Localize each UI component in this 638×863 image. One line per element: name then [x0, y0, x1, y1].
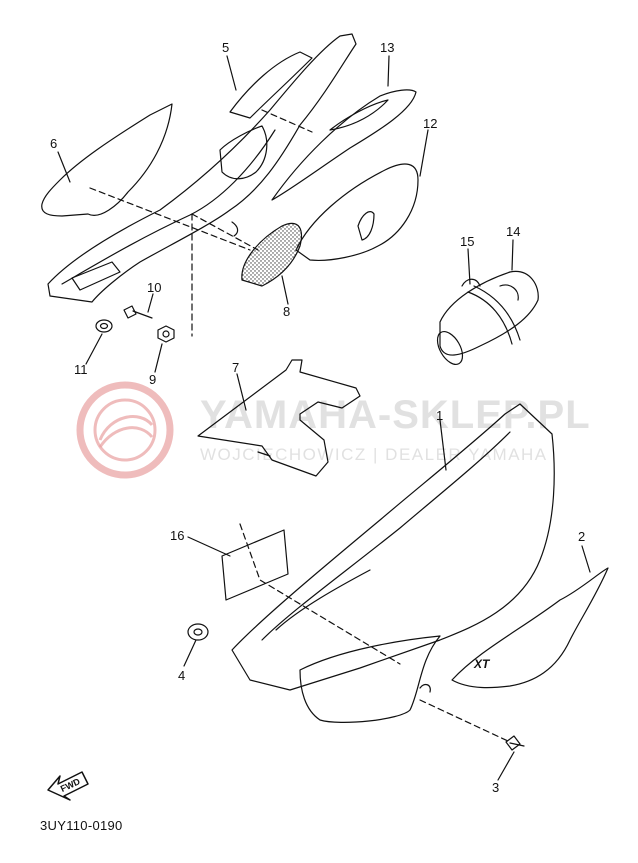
- fwd-label: FWD: [59, 776, 82, 794]
- callout-3: 3: [492, 780, 499, 795]
- part-2-decal: [451, 567, 609, 689]
- callout-16: 16: [170, 528, 184, 543]
- fwd-arrow-icon: [47, 771, 89, 801]
- part-6-flap: [41, 103, 173, 217]
- callout-15: 15: [460, 234, 474, 249]
- part-12-cover: [295, 163, 419, 261]
- callout-5: 5: [222, 40, 229, 55]
- part-10-bolt: [123, 305, 153, 319]
- callout-11: 11: [74, 362, 88, 377]
- callout-10: 10: [147, 280, 161, 295]
- leader-lines: [57, 55, 591, 781]
- part-3-screw: [505, 735, 525, 751]
- watermark-subtitle: WOJCIECHOWICZ | DEALER YAMAHA: [200, 445, 548, 464]
- callouts: 1 2 3 4 5 6 7 8 9 10 11 12 13 14 15 16: [50, 40, 585, 795]
- decal-badge-text: XT: [473, 657, 491, 671]
- part-13-slot: [329, 99, 389, 131]
- watermark-title: YAMAHA-SKLEP.PL: [200, 393, 591, 437]
- callout-12: 12: [423, 116, 437, 131]
- part-11-grommet: [95, 319, 113, 333]
- callout-13: 13: [380, 40, 394, 55]
- part-4-grommet: [187, 623, 209, 641]
- guide-lines: [89, 109, 511, 743]
- part-1-side-cover: [231, 403, 555, 723]
- callout-9: 9: [149, 372, 156, 387]
- callout-1: 1: [436, 408, 443, 423]
- part-5-seat-cover: [47, 33, 357, 303]
- part-7-plate: [197, 359, 361, 477]
- part-13-panel: [271, 89, 417, 201]
- callout-4: 4: [178, 668, 185, 683]
- callout-14: 14: [506, 224, 520, 239]
- diagram-code: 3UY110-0190: [40, 818, 123, 833]
- callout-7: 7: [232, 360, 239, 375]
- callout-2: 2: [578, 529, 585, 544]
- part-12-slot: [357, 211, 375, 241]
- watermark-logo: [76, 381, 174, 479]
- callout-8: 8: [283, 304, 290, 319]
- part-9-nut: [157, 325, 175, 343]
- part-14-bag: [436, 270, 539, 365]
- part-7-slot: [257, 451, 271, 457]
- callout-6: 6: [50, 136, 57, 151]
- watermark: YAMAHA-SKLEP.PL WOJCIECHOWICZ | DEALER Y…: [76, 381, 591, 479]
- part-15-band: [461, 278, 521, 345]
- part-8-pad: [241, 222, 303, 287]
- part-16-label: [221, 529, 289, 601]
